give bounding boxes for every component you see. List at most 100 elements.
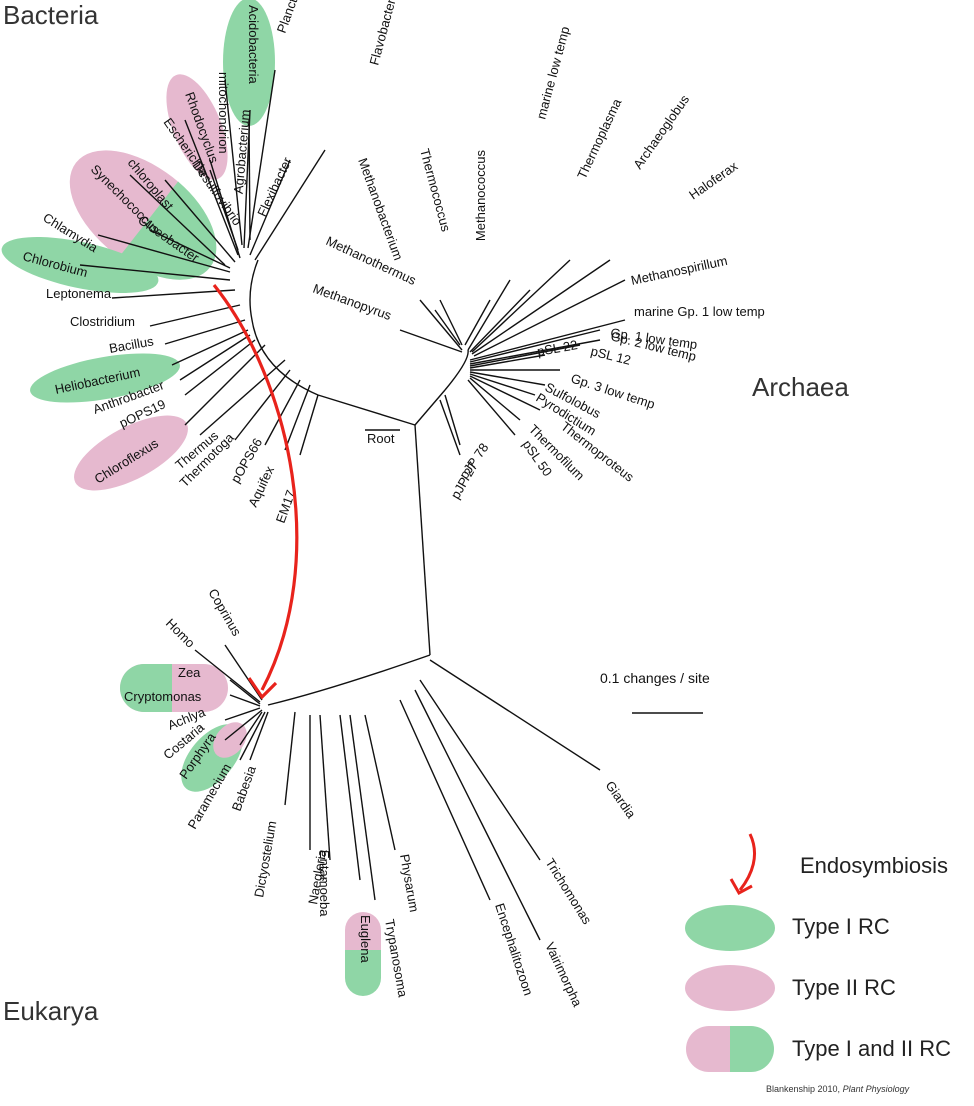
taxon-label-thermococcus: Thermococcus bbox=[417, 147, 454, 234]
taxon-label-methanopyrus: Methanopyrus bbox=[311, 281, 394, 323]
branch-gp-2-low-temp bbox=[469, 339, 601, 365]
branch-chlorobium bbox=[79, 264, 231, 281]
branch-aquifex bbox=[284, 384, 311, 451]
legend-type2-swatch bbox=[685, 965, 775, 1011]
domain-label-archaea: Archaea bbox=[752, 372, 849, 402]
highlight-heliobacterium bbox=[30, 353, 180, 403]
taxon-label-dictyostelium: Dictyostelium bbox=[251, 820, 279, 899]
branch-methanobacterium bbox=[434, 309, 461, 346]
branch-escherichia bbox=[184, 119, 239, 256]
taxon-label-entamoeba: Entamoeba bbox=[317, 850, 332, 917]
taxon-label-haloferax: Haloferax bbox=[686, 158, 741, 202]
taxon-label-acidobacteria: Acidobacteria bbox=[246, 5, 261, 85]
taxon-label-methanococcus: Methanococcus bbox=[473, 150, 488, 242]
taxon-label-agrobacterium: Agrobacterium bbox=[231, 109, 253, 195]
branch-physarum bbox=[364, 714, 396, 851]
branch-gloeobacter bbox=[149, 229, 231, 269]
branch-chloroflexus bbox=[184, 344, 266, 426]
legend-endosymbiosis-arrowhead-icon bbox=[729, 878, 753, 896]
branch-pyrodictium bbox=[469, 373, 536, 396]
taxon-label-leptonema: Leptonema bbox=[46, 286, 112, 301]
taxon-label-vairimorpha: Vairimorpha bbox=[542, 940, 585, 1010]
taxon-label-zea: Zea bbox=[178, 665, 201, 680]
branch-synechococcus bbox=[129, 174, 226, 266]
taxon-labels: AcidobacteriamitochondrionPlanctomycesRh… bbox=[21, 0, 765, 1010]
taxon-label-pjp-27: pJP 27 bbox=[448, 459, 481, 501]
branch-heliobacterium bbox=[171, 329, 249, 366]
highlight-zea-cryptomonas bbox=[120, 664, 228, 712]
legend-type12-swatch bbox=[686, 1026, 774, 1072]
branch-pops66 bbox=[264, 379, 301, 446]
branch-bacillus bbox=[164, 319, 246, 345]
taxon-label-trichomonas: Trichomonas bbox=[542, 856, 595, 928]
branch-mitochondrion bbox=[224, 79, 243, 246]
legend-endosymbiosis-arrow-icon bbox=[738, 833, 757, 891]
domain-label-eukarya: Eukarya bbox=[3, 996, 99, 1026]
branch-pjp-27 bbox=[439, 399, 461, 456]
branch-psl-12 bbox=[469, 344, 581, 367]
branch-flavobacterium bbox=[254, 149, 326, 261]
backbone-bacteria bbox=[317, 394, 416, 426]
branch-thermoplasma bbox=[469, 289, 531, 353]
taxon-label-methanospirillum: Methanospirillum bbox=[630, 253, 729, 288]
branch-archaeoglobus bbox=[471, 259, 571, 353]
legend-type12-label: Type I and II RC bbox=[792, 1036, 951, 1061]
branch-chloroplast bbox=[164, 179, 236, 263]
branch-psl-50 bbox=[467, 379, 516, 436]
taxon-label-bacillus: Bacillus bbox=[108, 333, 155, 356]
branch-cryptomonas bbox=[229, 694, 261, 707]
branch-achlya bbox=[224, 707, 261, 721]
root-label: Root bbox=[367, 431, 395, 446]
taxon-label-aquifex: Aquifex bbox=[245, 463, 277, 509]
branch-methanothermus bbox=[419, 299, 463, 351]
highlight-porphyra-top bbox=[213, 722, 247, 758]
highlight-rhodocyclus bbox=[166, 74, 228, 180]
branch-paramecium bbox=[239, 711, 266, 761]
taxon-label-psl-22: pSL 22 bbox=[536, 337, 579, 359]
taxon-label-euglena: Euglena bbox=[358, 915, 373, 963]
branch-thermoproteus bbox=[469, 375, 541, 411]
legend-type1-label: Type I RC bbox=[792, 914, 890, 939]
branch-euglena bbox=[339, 714, 361, 881]
taxon-label-clostridium: Clostridium bbox=[70, 314, 135, 329]
branch-vairimorpha bbox=[414, 689, 541, 941]
branch-anthrobacter bbox=[179, 334, 251, 381]
branch-planctomyces bbox=[247, 69, 276, 249]
highlight-euglena bbox=[345, 912, 381, 996]
highlight-chloroflexus bbox=[74, 415, 188, 491]
taxon-label-cryptomonas: Cryptomonas bbox=[124, 689, 202, 704]
legend-type2-label: Type II RC bbox=[792, 975, 896, 1000]
taxon-label-marine-gp-1-low-temp: marine Gp. 1 low temp bbox=[634, 304, 765, 319]
branch-sulfolobus bbox=[469, 371, 546, 386]
backbone-archaea bbox=[414, 389, 446, 426]
branch-trichomonas bbox=[419, 679, 541, 861]
taxon-label-trypanosoma: Trypanosoma bbox=[382, 918, 411, 999]
branch-marine-gp-1-low-temp bbox=[469, 319, 626, 361]
taxon-label-mitochondrion: mitochondrion bbox=[216, 72, 231, 154]
branch-coprinus bbox=[224, 644, 263, 701]
taxon-label-flavobacterium: Flavobacterium bbox=[366, 0, 403, 67]
branch-marine-low-temp bbox=[467, 279, 511, 351]
taxon-label-planctomyces: Planctomyces bbox=[274, 0, 316, 35]
branch-thermofilum bbox=[469, 377, 521, 421]
branch-methanospirillum bbox=[473, 279, 626, 357]
branch-porphyra bbox=[239, 711, 263, 746]
archaea-stem bbox=[444, 349, 469, 391]
taxon-label-physarum: Physarum bbox=[397, 853, 422, 913]
branch-giardia bbox=[429, 659, 601, 771]
branch-em17 bbox=[299, 394, 319, 456]
endosymbiosis-arrow bbox=[212, 284, 299, 691]
taxon-label-homo: Homo bbox=[163, 616, 198, 651]
branch-dictyostelium bbox=[284, 711, 296, 806]
highlight-acidobacteria bbox=[223, 0, 275, 126]
branch-encephalitozoon bbox=[399, 699, 491, 901]
taxon-label-coprinus: Coprinus bbox=[205, 586, 244, 639]
domain-label-bacteria: Bacteria bbox=[3, 0, 99, 30]
taxon-label-marine-low-temp: marine low temp bbox=[533, 25, 572, 121]
taxon-label-methanobacterium: Methanobacterium bbox=[355, 156, 406, 262]
taxon-label-archaeoglobus: Archaeoglobus bbox=[630, 92, 692, 172]
tree-branches bbox=[79, 69, 626, 941]
branch-homo bbox=[194, 649, 261, 703]
endosymbiosis-arrowhead bbox=[247, 677, 278, 700]
branch-babesia bbox=[249, 711, 269, 761]
